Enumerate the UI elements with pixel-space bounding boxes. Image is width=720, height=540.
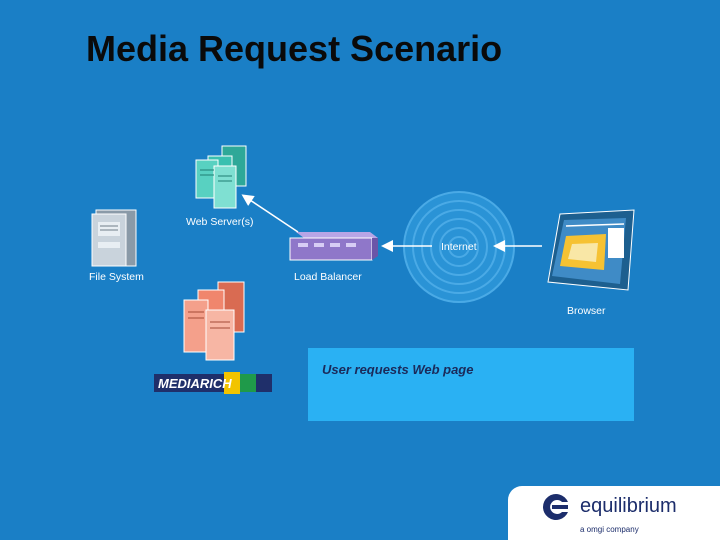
web-server-label: Web Server(s) [186,216,254,228]
brand-name: equilibrium [580,495,677,517]
brand-tagline: a omgi company [580,525,639,534]
file-system-label: File System [89,271,144,283]
mediarich-logo-text: MEDIARICH [158,376,232,391]
internet-label: Internet [441,241,477,253]
internet-icon [403,191,515,303]
caption-text: User requests Web page [322,362,474,377]
load-balancer-label: Load Balancer [294,271,362,283]
mediarich-logo: MEDIARICH [154,372,272,394]
file-system-icon [91,209,137,267]
equilibrium-logo-icon [543,494,568,520]
browser-icon [547,209,635,291]
mediarich-server-icon [183,281,245,361]
brand-logo-panel [508,486,720,540]
web-server-icon [195,145,247,209]
caption-box: User requests Web page [308,348,634,421]
slide-title: Media Request Scenario [86,28,503,69]
load-balancer-icon [289,232,378,261]
browser-label: Browser [567,305,606,317]
arrow-load-balancer-to-web-server [241,194,299,233]
